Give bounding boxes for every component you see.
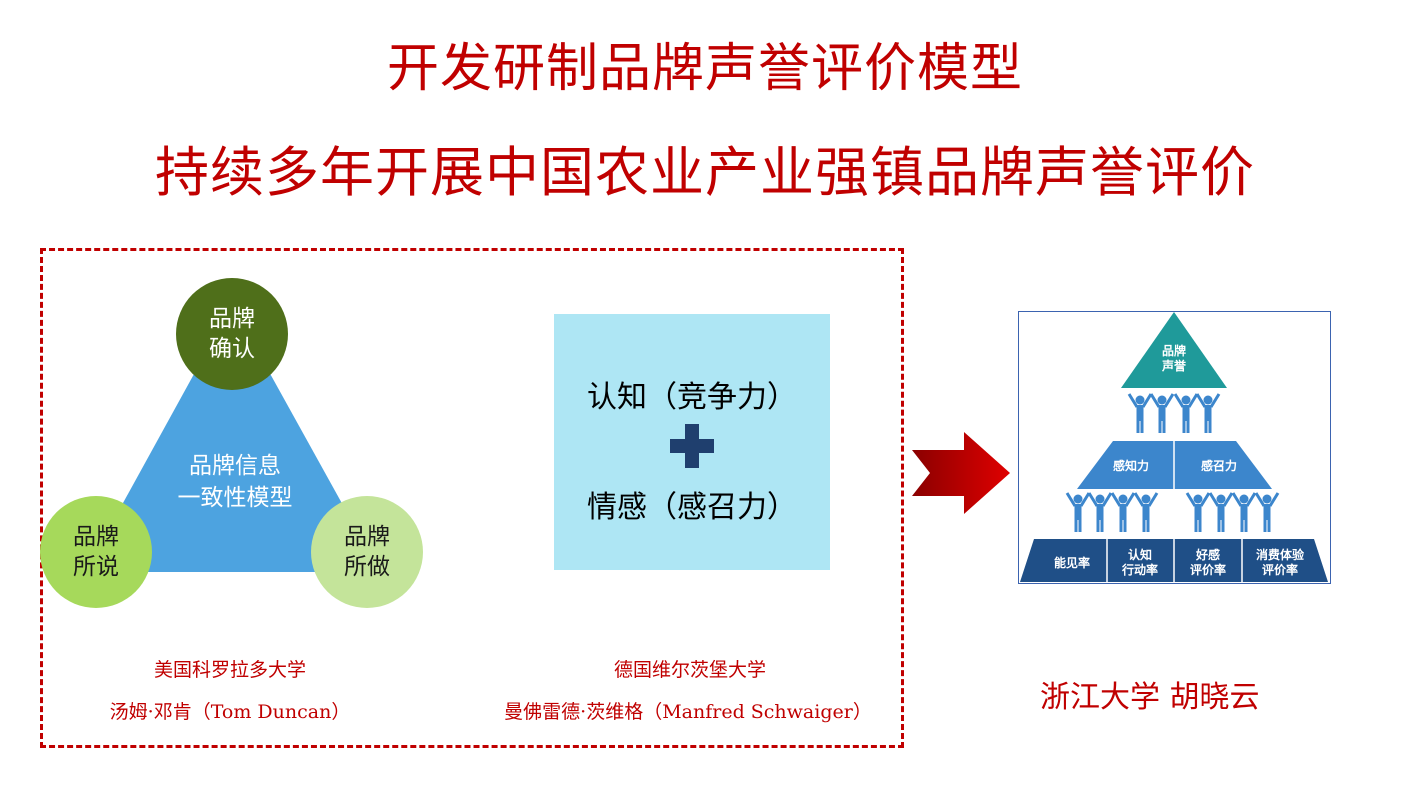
pyramid-bottom-4-line-1: 消费体验: [1255, 548, 1304, 562]
circle-brand-do: 品牌 所做: [311, 496, 423, 608]
triangle-center-text: 品牌信息 一致性模型: [140, 450, 330, 514]
circle-left-line-1: 品牌: [73, 524, 119, 550]
caption-left-line-1: 美国科罗拉多大学: [153, 659, 306, 681]
pyramid-top-label: 品牌 声誉: [1148, 344, 1200, 374]
circle-right-line-2: 所做: [344, 554, 390, 580]
pyramid-bottom-3-line-1: 好感: [1195, 548, 1220, 562]
caption-right-line-2: 曼佛雷德·茨维格（Manfred Schwaiger）: [504, 701, 872, 723]
pyramid-top-line-1: 品牌: [1161, 344, 1186, 358]
pyramid-bottom-label-4: 消费体验 评价率: [1244, 548, 1316, 578]
title-line-1: 开发研制品牌声誉评价模型: [386, 39, 1023, 99]
circle-top-line-2: 确认: [209, 336, 255, 362]
pyramid-top-line-2: 声誉: [1161, 359, 1186, 373]
model-line-cognition: 认知（竞争力）: [587, 380, 797, 415]
title-line-2: 持续多年开展中国农业产业强镇品牌声誉评价: [155, 141, 1255, 204]
pyramid-bottom-2-line-1: 认知: [1127, 548, 1152, 562]
center-text-line-2: 一致性模型: [177, 485, 293, 511]
caption-right-line-1: 德国维尔茨堡大学: [613, 659, 766, 681]
model-line-emotion: 情感（感召力）: [587, 490, 797, 525]
caption-left-line-2: 汤姆·邓肯（Tom Duncan）: [109, 701, 351, 723]
models-dashed-frame: [40, 248, 904, 748]
reputation-model-box: 认知（竞争力） 情感（感召力）: [554, 314, 830, 570]
consistency-triangle: [85, 305, 380, 572]
right-arrow-icon: [912, 432, 1010, 514]
circle-top-line-1: 品牌: [209, 306, 255, 332]
pyramid-bottom-label-1: 能见率: [1053, 556, 1090, 570]
circle-brand-say: 品牌 所说: [40, 496, 152, 608]
circle-left-line-2: 所说: [73, 554, 119, 580]
circle-brand-confirm: 品牌 确认: [176, 278, 288, 390]
circle-right-line-1: 品牌: [344, 524, 390, 550]
center-text-line-1: 品牌信息: [189, 453, 281, 479]
author-credit: 浙江大学 胡晓云: [1040, 680, 1260, 715]
pyramid-bottom-2-line-2: 行动率: [1121, 563, 1158, 577]
pyramid-graphic: [1020, 312, 1328, 582]
pyramid-middle-label-2: 感召力: [1200, 459, 1237, 473]
pyramid-bottom-label-3: 好感 评价率: [1176, 548, 1240, 578]
pyramid-bottom-label-2: 认知 行动率: [1108, 548, 1172, 578]
pyramid-bottom-4-line-2: 评价率: [1261, 563, 1298, 577]
plus-icon: [670, 424, 714, 468]
pyramid-middle-label-1: 感知力: [1112, 459, 1149, 473]
pyramid-bottom-3-line-2: 评价率: [1189, 563, 1226, 577]
